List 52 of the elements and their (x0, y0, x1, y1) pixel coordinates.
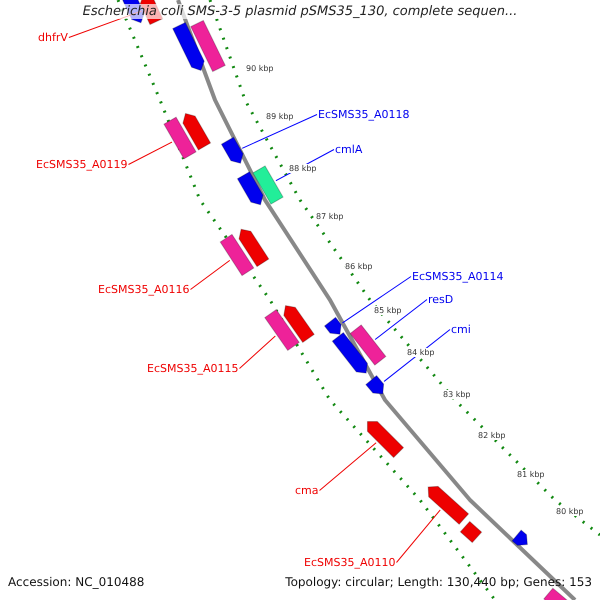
scale-label: 81 kbp (517, 470, 545, 479)
gene-label: EcSMS35_A0110 (304, 556, 396, 569)
scale-label: 86 kbp (345, 262, 373, 271)
gene-label: EcSMS35_A0115 (147, 362, 238, 375)
gene-bar (236, 171, 264, 206)
gene-bar (460, 520, 482, 544)
gene-bar (172, 22, 205, 72)
gene-label: cmlA (335, 143, 362, 156)
leader-line (242, 114, 318, 149)
scale-label: 84 kbp (407, 348, 435, 357)
gene-bar (252, 165, 284, 205)
gene-bar (190, 20, 226, 72)
gene-bar (428, 486, 470, 525)
scale-label: 82 kbp (478, 431, 506, 440)
gene-bar (264, 308, 300, 352)
scale-label: 88 kbp (289, 164, 317, 173)
gene-label: EcSMS35_A0118 (318, 108, 410, 121)
scale-label: 83 kbp (443, 390, 471, 399)
gene-label: EcSMS35_A0114 (412, 270, 504, 283)
gene-bar (220, 234, 254, 276)
leader-line (128, 142, 172, 165)
gene-bar (238, 228, 270, 268)
leader-line (374, 299, 428, 340)
gene-label: EcSMS35_A0119 (36, 158, 128, 171)
gene-bar (283, 305, 315, 344)
gene-bar (163, 116, 197, 160)
gene-bar (220, 136, 244, 164)
gene-bar (366, 420, 404, 458)
gene-label: EcSMS35_A0116 (98, 283, 190, 296)
scale-label: 85 kbp (374, 306, 402, 315)
gene-bar (365, 374, 384, 394)
summary-text: Topology: circular; Length: 130,440 bp; Genes: 153 (285, 575, 592, 589)
gene-label: cmi (451, 323, 471, 336)
gene-bar (324, 316, 342, 335)
accession-text: Accession: NC_010488 (8, 575, 144, 589)
gene-bar (543, 588, 569, 600)
leader-line (396, 509, 441, 563)
leader-line (190, 260, 230, 290)
scale-label: 89 kbp (266, 112, 294, 121)
gene-bar (182, 112, 212, 151)
gene-bar (332, 332, 368, 374)
scale-label: 80 kbp (556, 507, 584, 516)
gene-bar (349, 324, 387, 366)
gene-bar (511, 529, 528, 546)
scale-label: 87 kbp (316, 212, 344, 221)
scale-label: 90 kbp (246, 64, 274, 73)
gene-label: resD (428, 293, 454, 306)
leader-line (342, 276, 412, 324)
leader-line (238, 336, 276, 369)
leader-line (319, 442, 377, 491)
gene-label: dhfrV (38, 31, 68, 44)
gene-label: cma (295, 484, 319, 497)
